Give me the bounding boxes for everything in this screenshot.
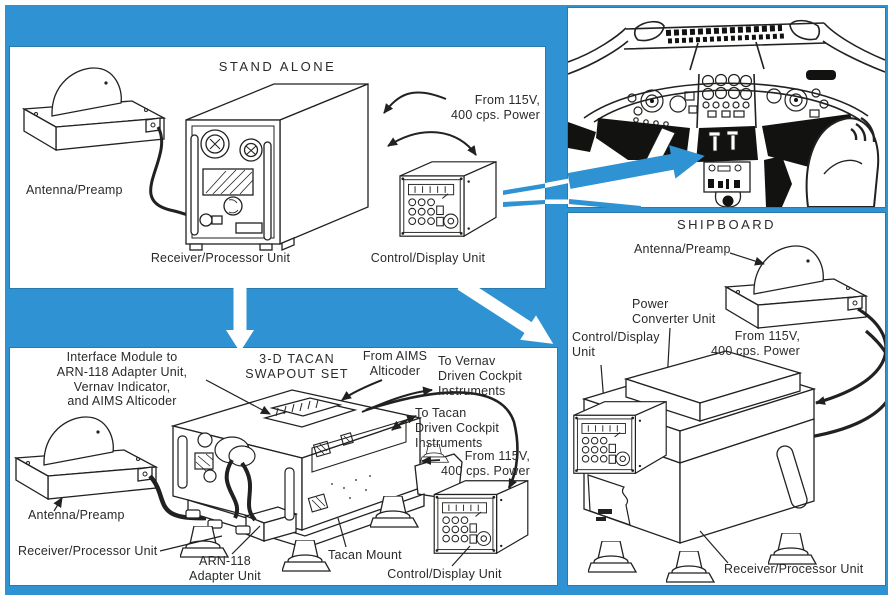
radio-waves-icon bbox=[850, 116, 876, 143]
tacan-instruments-label: To Tacan Driven Cockpit Instruments bbox=[415, 406, 500, 450]
receiver-box-drawing bbox=[170, 389, 463, 549]
stand-alone-drawing bbox=[23, 67, 497, 251]
antenna-drawing bbox=[23, 67, 165, 151]
tacan-mount-label: Tacan Mount bbox=[328, 548, 402, 562]
cockpit-panel bbox=[568, 8, 885, 207]
control-display-label: Control/Display Unit bbox=[572, 330, 660, 359]
instrument-clusters bbox=[627, 73, 829, 127]
interface-module-label: Interface Module to ARN-118 Adapter Unit… bbox=[56, 350, 188, 409]
shipboard-drawing bbox=[573, 245, 885, 583]
power-converter-label: Power Converter Unit bbox=[632, 297, 716, 326]
antenna-drawing bbox=[15, 416, 157, 500]
receiver-to-control-cable bbox=[387, 131, 477, 156]
panel-title: SHIPBOARD bbox=[676, 217, 777, 232]
receiver-leader bbox=[699, 530, 729, 564]
connector-ribs bbox=[195, 399, 319, 472]
antenna-preamp-label: Antenna/Preamp bbox=[28, 508, 125, 522]
antenna-preamp-label: Antenna/Preamp bbox=[634, 242, 731, 256]
panel-title: 3-D TACAN SWAPOUT SET bbox=[245, 352, 349, 381]
antenna-preamp-label: Antenna/Preamp bbox=[26, 183, 123, 197]
power-source-label: From 115V, 400 cps. Power bbox=[441, 449, 530, 478]
front-labels bbox=[596, 509, 612, 521]
receiver-processor-label: Receiver/Processor Unit bbox=[18, 544, 158, 558]
cockpit-frame bbox=[568, 19, 885, 129]
swapout-panel: 3-D TACAN SWAPOUT SET Interface Module t… bbox=[10, 348, 557, 585]
control-display-drawing bbox=[433, 480, 529, 554]
cockpit-drawing bbox=[568, 19, 885, 207]
vernav-instruments-label: To Vernav Driven Cockpit Instruments bbox=[438, 354, 523, 398]
leader-lines bbox=[53, 379, 519, 567]
antenna-leader bbox=[729, 252, 765, 266]
stand-alone-panel: STAND ALONE Antenna/Preamp Receiver/Proc… bbox=[10, 47, 545, 288]
swapout-drawing bbox=[15, 379, 529, 572]
control-display-drawing bbox=[573, 401, 667, 474]
vent-hatch bbox=[205, 138, 257, 214]
shipboard-panel: SHIPBOARD Antenna/Preamp Power Converter… bbox=[568, 213, 885, 585]
power-source-label: From 115V, 400 cps. Power bbox=[711, 329, 800, 358]
speckles bbox=[331, 475, 371, 499]
aims-alticoder-label: From AIMS Alticoder bbox=[362, 349, 428, 378]
power-source-label: From 115V, 400 cps. Power bbox=[451, 93, 540, 122]
copilot-seat bbox=[805, 117, 880, 207]
receiver-processor-label: Receiver/Processor Unit bbox=[150, 251, 291, 265]
power-cable bbox=[787, 307, 885, 444]
arn118-adapter-label: ARN-118 Adapter Unit bbox=[189, 554, 261, 583]
control-display-label: Control/Display Unit bbox=[387, 567, 502, 581]
panel-title: STAND ALONE bbox=[218, 59, 337, 74]
right-face-details bbox=[307, 419, 407, 513]
receiver-processor-label: Receiver/Processor Unit bbox=[724, 562, 864, 576]
center-pedestal bbox=[703, 161, 751, 207]
cable-bundle bbox=[224, 458, 257, 522]
overhead-switch-rows bbox=[665, 25, 785, 44]
control-display-drawing bbox=[399, 161, 497, 237]
control-display-label: Control/Display Unit bbox=[370, 251, 486, 265]
receiver-processor-drawing bbox=[185, 83, 369, 251]
power-arrow-to-receiver bbox=[383, 91, 447, 114]
